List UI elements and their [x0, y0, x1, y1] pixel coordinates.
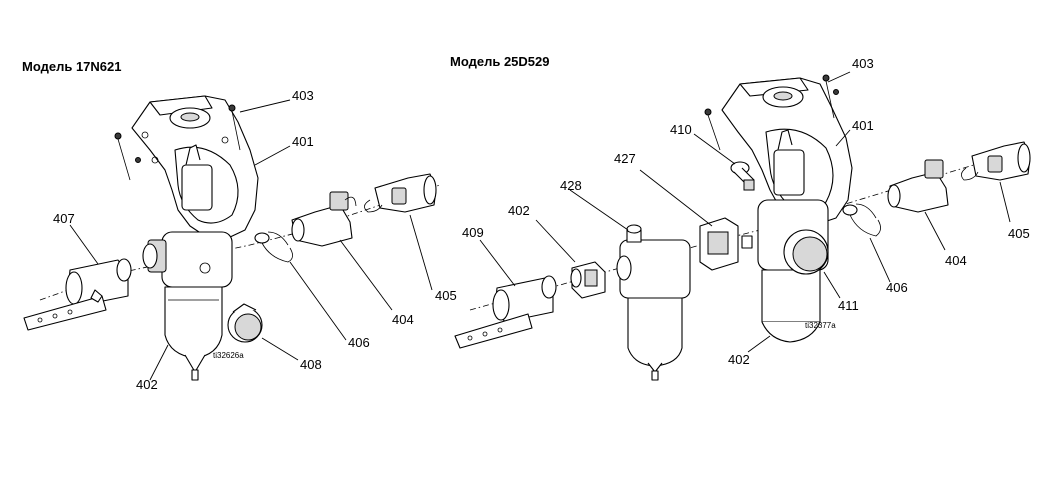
model1-callout-401: 401	[292, 134, 314, 149]
model1-regulator-body	[142, 144, 233, 288]
model1-figure-id: ti32626a	[213, 351, 244, 360]
model1-callout-407: 407	[53, 211, 75, 226]
model2-tether-406	[842, 203, 881, 237]
model-17n621-title: Модель 17N621	[22, 59, 121, 74]
model2-screws-403	[704, 74, 839, 151]
model1-screws-403	[114, 104, 241, 181]
model2-callout-406: 406	[886, 280, 908, 295]
model1-leaders	[69, 99, 433, 381]
model2-callout-402b: 402	[728, 352, 750, 367]
model2-callout-427: 427	[614, 151, 636, 166]
model2-callout-403: 403	[852, 56, 874, 71]
model2-callout-411: 411	[838, 298, 859, 313]
model-17n621-assembly: Модель 17N621	[22, 59, 457, 392]
model1-callout-406: 406	[348, 335, 370, 350]
model2-callout-405: 405	[1008, 226, 1030, 241]
model1-coupler-404	[291, 191, 357, 247]
model1-tether-406	[254, 231, 293, 263]
model2-callout-409: 409	[462, 225, 484, 240]
model1-callout-404: 404	[392, 312, 414, 327]
model1-plug-405	[364, 173, 437, 213]
model1-filter-bowl-402	[164, 286, 223, 381]
model2-figure-id: ti32377a	[805, 321, 836, 330]
model-25d529-assembly: Модель 25D529	[450, 54, 1031, 381]
model1-ball-valve-407	[23, 258, 132, 331]
model1-gauge-408	[227, 303, 263, 343]
model2-callout-410: 410	[670, 122, 692, 137]
model2-plug-410	[730, 161, 755, 191]
model2-leaders	[479, 71, 1011, 353]
model2-callout-402: 402	[508, 203, 530, 218]
model2-callout-404: 404	[945, 253, 967, 268]
model1-callout-403: 403	[292, 88, 314, 103]
model2-callout-401: 401	[852, 118, 874, 133]
model2-coupler-404	[887, 159, 949, 213]
model2-ball-valve-409	[454, 275, 557, 349]
model2-filter-428	[616, 224, 691, 381]
model2-gauge-411	[783, 229, 829, 275]
model1-callout-408: 408	[300, 357, 322, 372]
model-25d529-title: Модель 25D529	[450, 54, 549, 69]
model1-callout-405: 405	[435, 288, 457, 303]
model2-fitting-402	[570, 261, 606, 299]
model2-plug-405	[961, 141, 1031, 181]
model2-connector-427	[699, 217, 753, 271]
model1-callout-402: 402	[136, 377, 158, 392]
model2-callout-428: 428	[560, 178, 582, 193]
